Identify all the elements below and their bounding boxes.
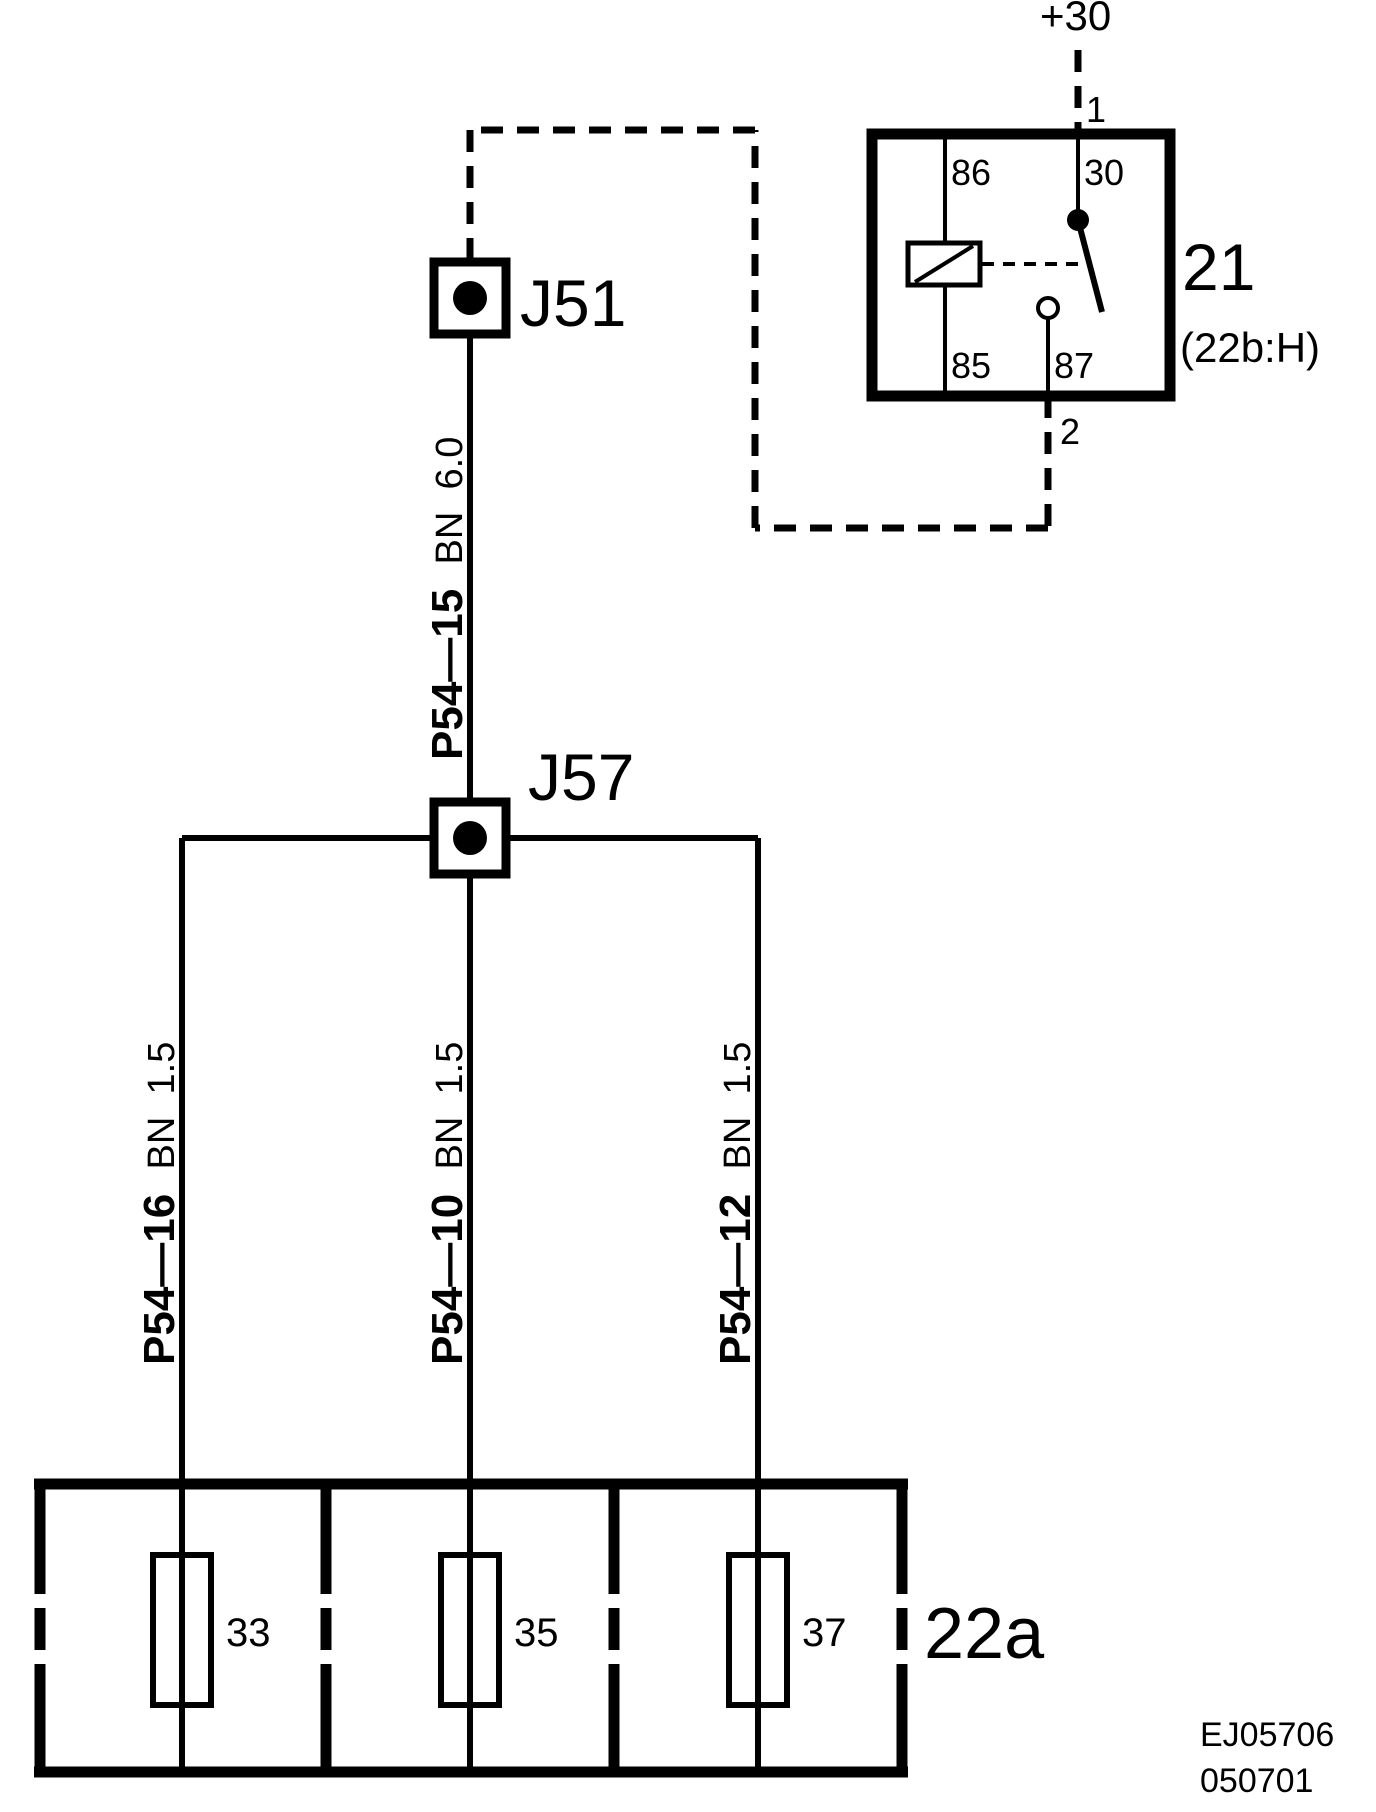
wire-main-color: BN <box>429 512 471 565</box>
relay-housing <box>866 128 1176 402</box>
junction-j51: J51 <box>429 257 626 340</box>
wire-right-id: P54—12 <box>711 1194 760 1365</box>
fuse-37-label: 37 <box>802 1611 847 1655</box>
relay-pin-85: 85 <box>951 345 991 386</box>
wire-left-label: P54—16 BN 1.5 <box>135 1042 184 1365</box>
relay-pin87-contact <box>1036 296 1060 320</box>
supply: +30 <box>1040 0 1111 135</box>
relay-id: 21 <box>1182 230 1255 304</box>
relay-output-wire: 2 <box>466 126 1080 532</box>
fuse-33-label: 33 <box>226 1611 271 1655</box>
relay-pin-86: 86 <box>951 152 991 193</box>
wire-center-size: 1.5 <box>429 1042 471 1095</box>
relay-conn-in: 1 <box>1086 89 1106 130</box>
relay-coil-slash <box>913 244 975 284</box>
wire-main-id: P54—15 <box>423 589 472 760</box>
fusebox-id: 22a <box>924 1594 1045 1674</box>
wire-right-size: 1.5 <box>717 1042 759 1095</box>
wire-right-color: BN <box>717 1117 759 1170</box>
wire-left-color: BN <box>141 1117 183 1170</box>
wire-left-id: P54—16 <box>135 1194 184 1365</box>
relay-conn-out: 2 <box>1060 411 1080 452</box>
wire-right-label: P54—12 BN 1.5 <box>711 1042 760 1365</box>
wire-center-id: P54—10 <box>423 1194 472 1365</box>
fuse-35 <box>438 1552 502 1708</box>
wire-left-size: 1.5 <box>141 1042 183 1095</box>
relay-pin-87: 87 <box>1054 345 1094 386</box>
fuse-37 <box>726 1552 790 1708</box>
wire-main-label: P54—15 BN 6.0 <box>423 437 472 760</box>
fuse-35-label: 35 <box>514 1611 559 1655</box>
relay-pin-30: 30 <box>1084 152 1124 193</box>
junction-j51-label: J51 <box>520 266 626 340</box>
wire-main-size: 6.0 <box>429 437 471 490</box>
wire-center-color: BN <box>429 1117 471 1170</box>
footer-code: EJ05706 <box>1200 1716 1334 1754</box>
junction-j57: J57 <box>182 740 758 879</box>
junction-j57-label: J57 <box>528 740 634 814</box>
fusebox-22a: 33 35 37 22a <box>34 1478 1045 1778</box>
wire-center-label: P54—10 BN 1.5 <box>423 1042 472 1365</box>
fuse-33 <box>150 1552 214 1708</box>
relay-21: 86 30 85 87 1 21 (22b:H) <box>866 89 1320 402</box>
footer-date: 050701 <box>1200 1762 1313 1800</box>
relay-ref: (22b:H) <box>1180 324 1320 371</box>
supply-label: +30 <box>1040 0 1111 39</box>
